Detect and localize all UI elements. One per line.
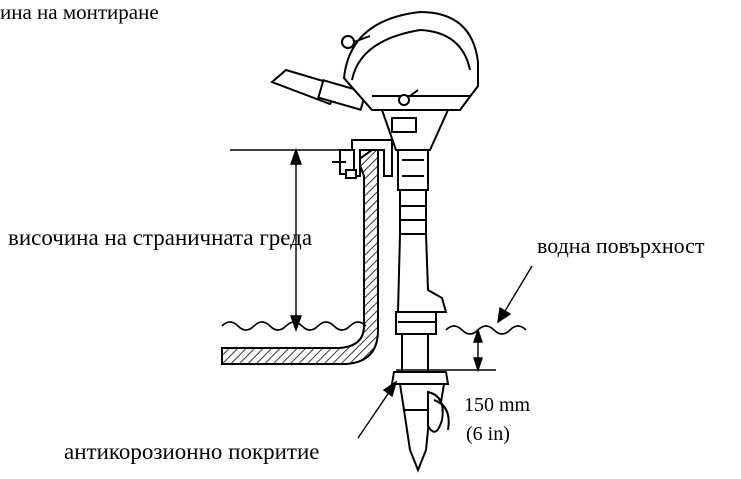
antifouling-label: антикорозионно покритие <box>64 439 320 464</box>
clamp-bracket <box>332 139 393 179</box>
transom-height-label: височина на страничната греда <box>8 225 313 250</box>
driveshaft-housing <box>395 189 448 335</box>
depth-mm-label: 150 mm <box>464 394 531 416</box>
boat-hull <box>221 149 379 365</box>
depth-in-label: (6 in) <box>466 423 510 445</box>
water-surface-label: водна повърхност <box>537 233 705 258</box>
antifouling-leader <box>357 380 398 439</box>
swivel-housing <box>380 89 450 191</box>
depth-dimension <box>396 327 496 373</box>
engine-cover <box>341 10 479 111</box>
water-leader <box>497 265 533 324</box>
transom-height-dimension <box>230 147 354 333</box>
lower-unit <box>390 333 450 473</box>
mounting-height-label: ина на монтиране <box>0 0 159 24</box>
